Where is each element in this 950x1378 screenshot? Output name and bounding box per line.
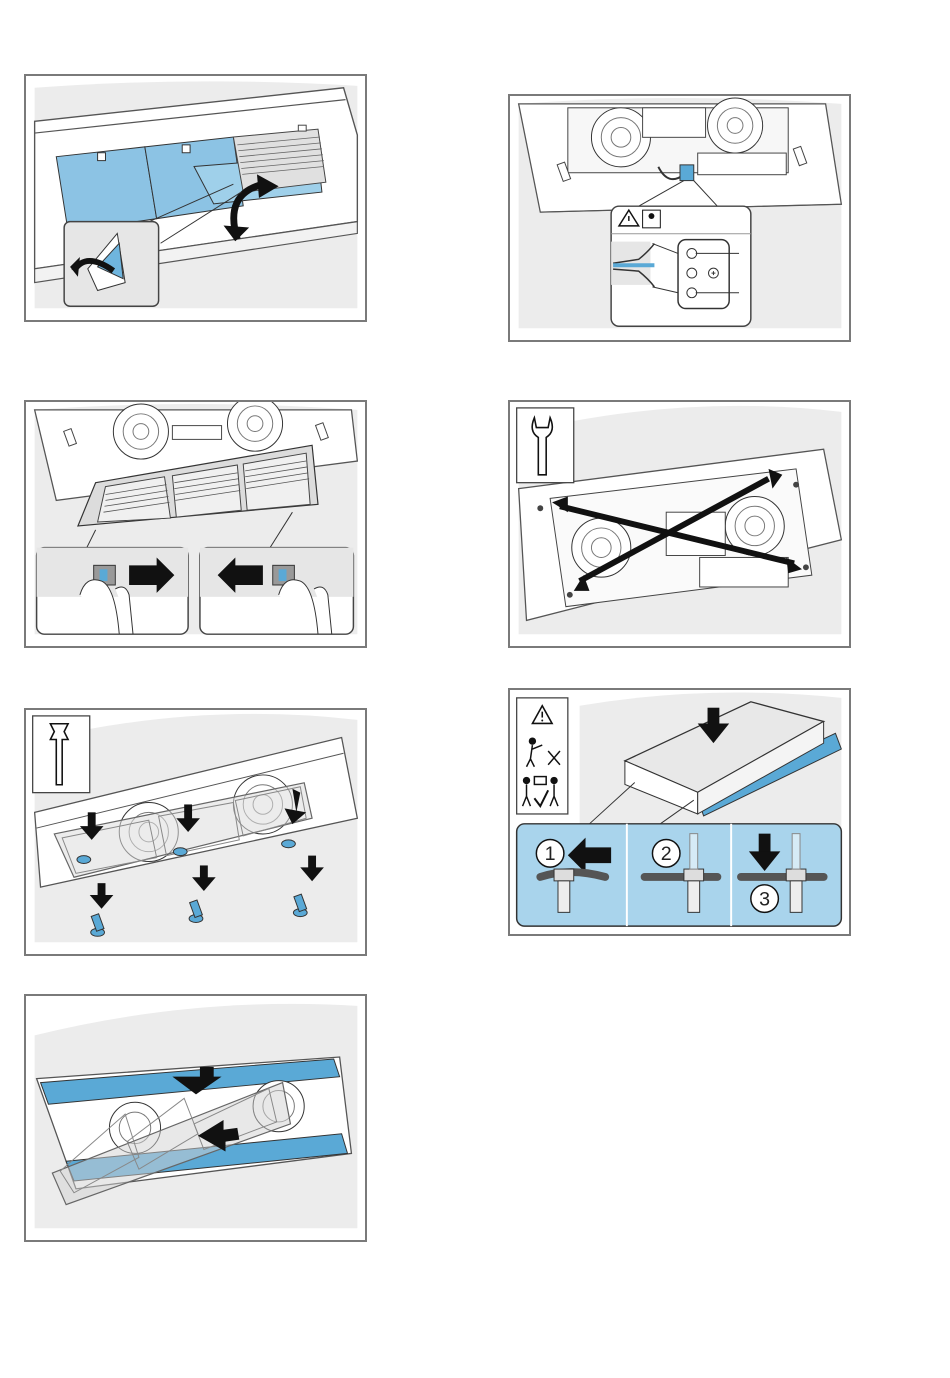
figure-6-lift-hanging: 1 2 3: [508, 688, 851, 936]
figure-3-illustration: [26, 402, 365, 646]
figure-6-illustration: 1 2 3: [510, 690, 849, 934]
figure-7-illustration: [26, 996, 365, 1240]
figure-2-illustration: [510, 96, 849, 340]
figure-4-illustration: [510, 402, 849, 646]
step-3-label: 3: [759, 888, 770, 910]
figure-5-illustration: [26, 710, 365, 954]
step-1-label: 1: [545, 843, 556, 865]
figure-1-remove-filter-cover: [24, 74, 367, 322]
figure-2-electrical-connection: [508, 94, 851, 342]
figure-1-illustration: [26, 76, 365, 320]
figure-3-remove-grease-filter: [24, 400, 367, 648]
step-2-label: 2: [661, 843, 672, 865]
figure-5-torx-screws: [24, 708, 367, 956]
figure-4-wrench-screws: [508, 400, 851, 648]
figure-7-rails-fit: [24, 994, 367, 1242]
